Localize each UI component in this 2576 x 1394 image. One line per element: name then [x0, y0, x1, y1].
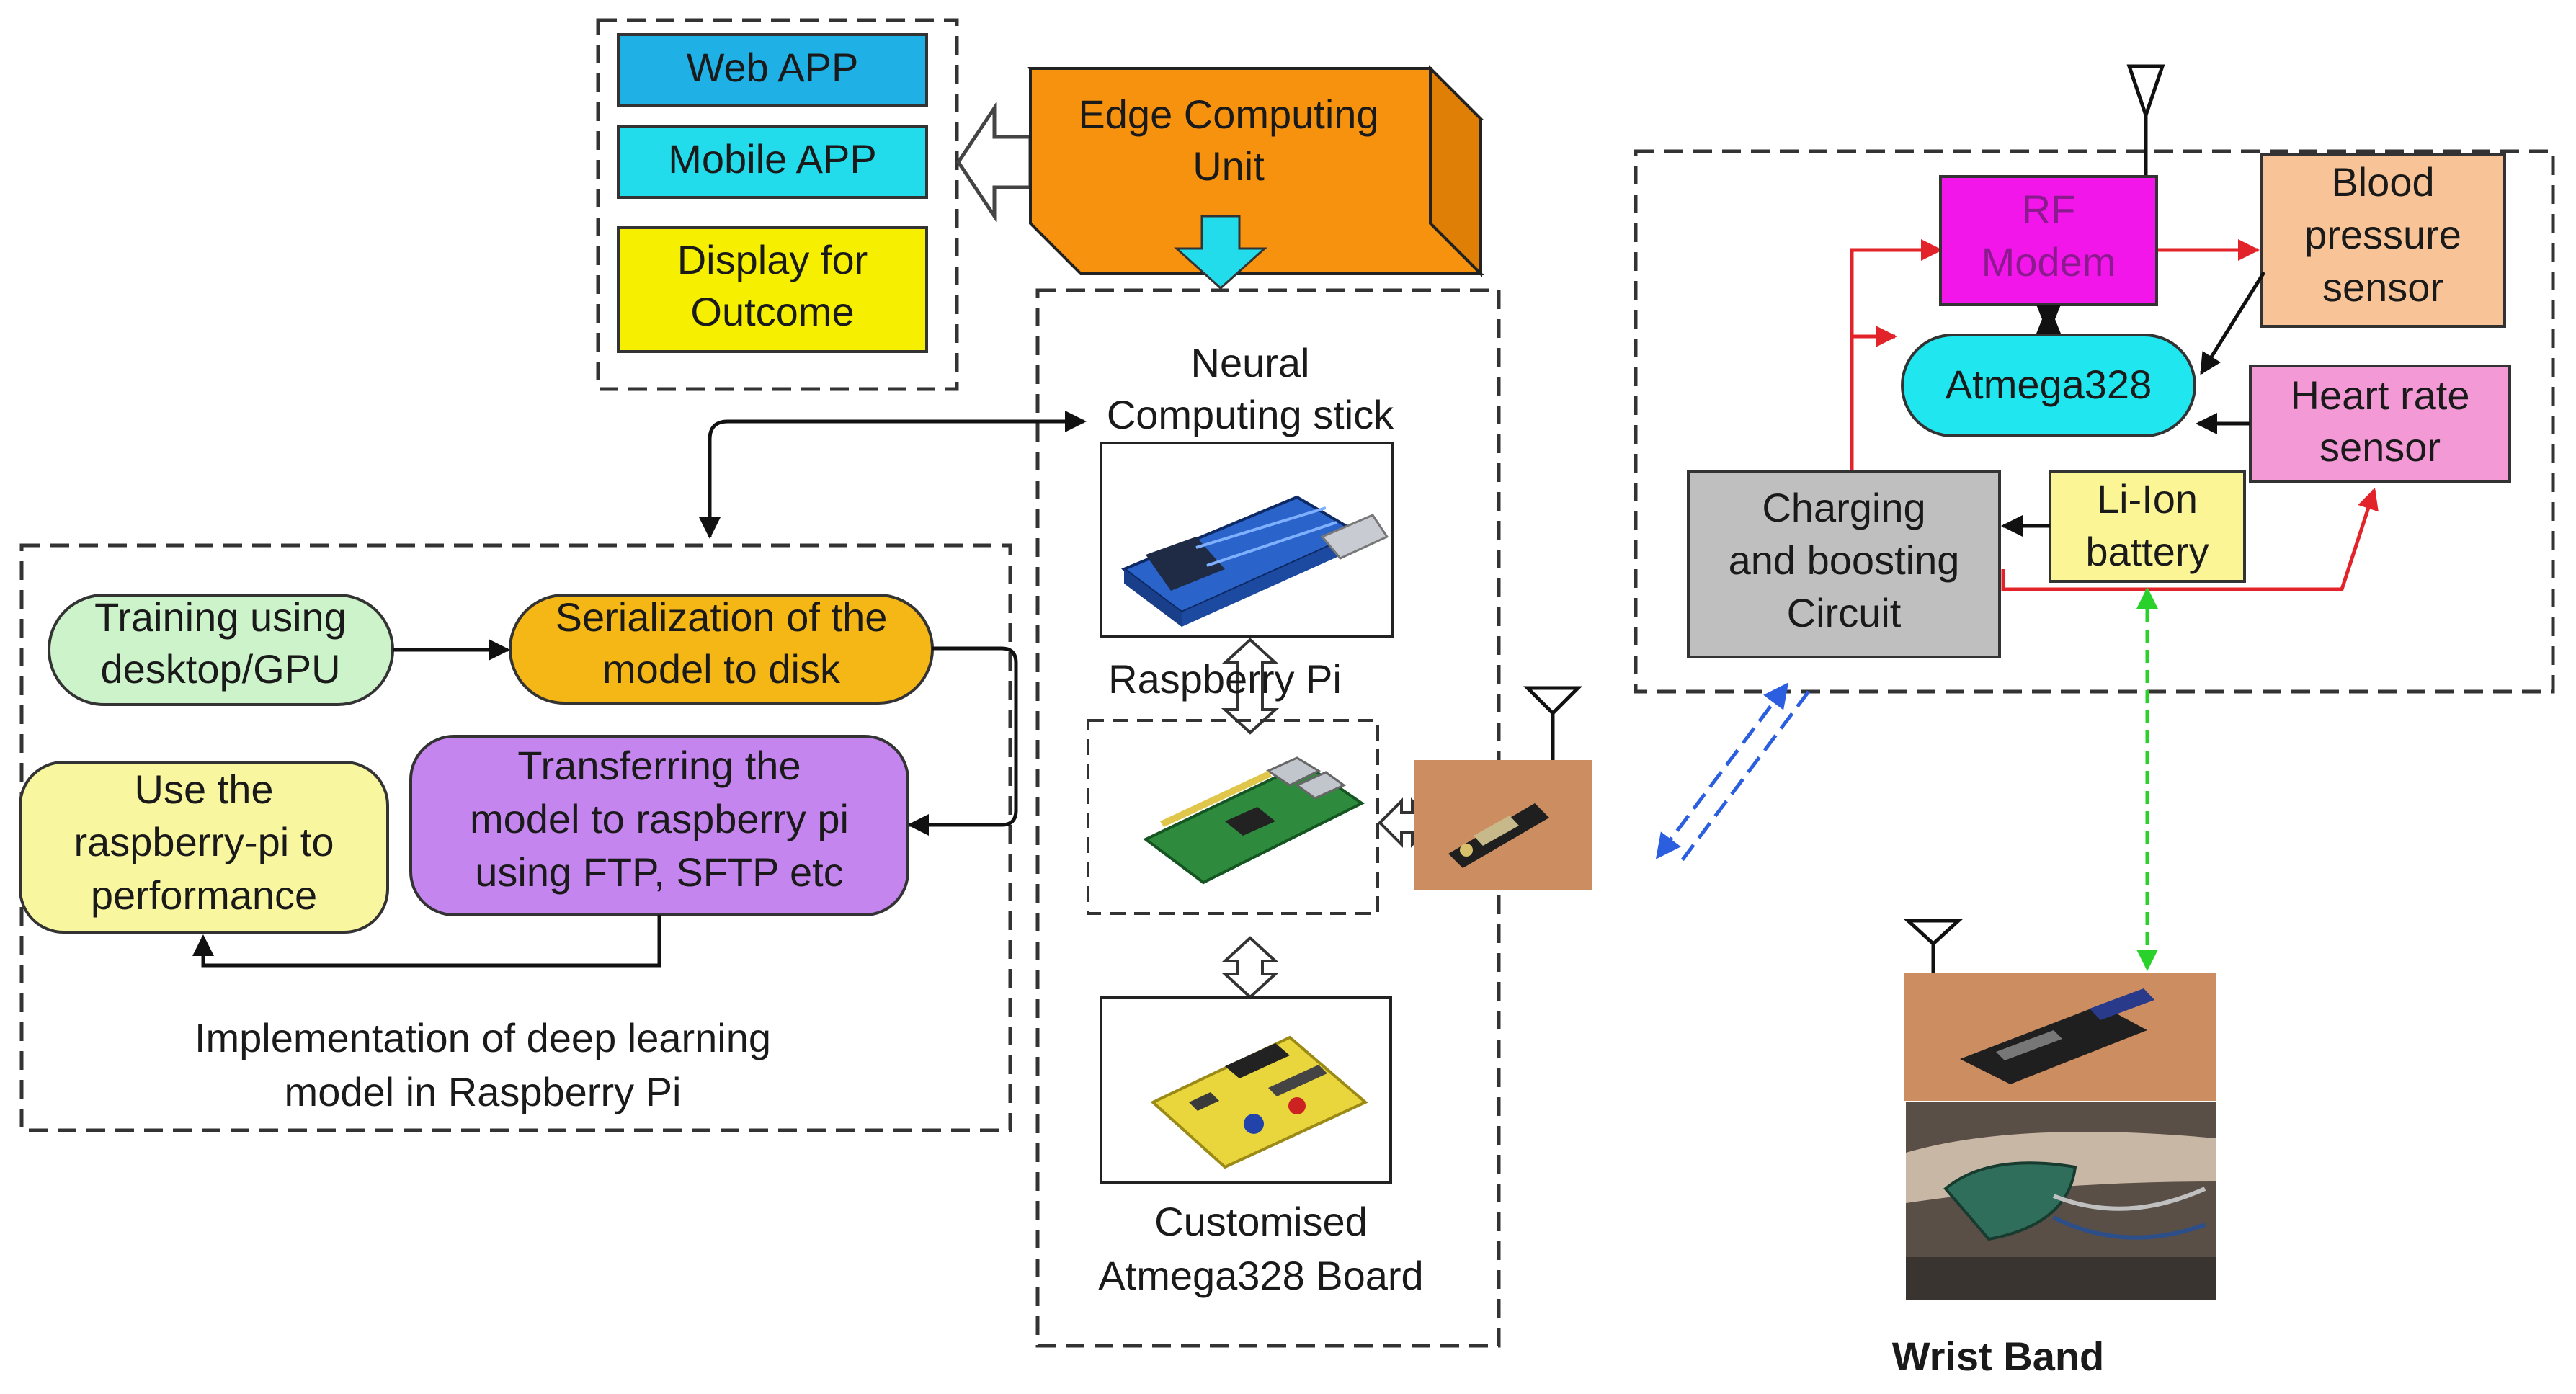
- use-rpi-line3: performance: [91, 872, 317, 918]
- sensor-panel-border: [1634, 149, 2555, 694]
- wristband-antenna-icon: [1903, 919, 1964, 973]
- serialization-to-transfer-arrow: [907, 646, 1018, 836]
- rpi-board-connector: [1221, 936, 1280, 999]
- raspberry-pi-board-picture: [1143, 756, 1365, 885]
- battery-line2: battery: [2085, 529, 2209, 574]
- wristband-worn-picture: [1906, 1132, 2216, 1300]
- rf-atmega-connector: [2036, 305, 2061, 334]
- ncs-label-line1: Neural: [1191, 340, 1310, 385]
- blood-pressure-box: [2260, 153, 2506, 328]
- charging-circuit-box: [1687, 470, 2001, 658]
- rf-modem-box: [1939, 175, 2158, 306]
- dl-panel-caption-line1: Implementation of deep learning: [195, 1015, 771, 1060]
- mobile-app-label: Mobile APP: [668, 136, 877, 182]
- charging-line1: Charging: [1762, 485, 1925, 530]
- training-line2: desktop/GPU: [100, 646, 340, 692]
- gateway-radio-module-picture: [1448, 803, 1549, 868]
- bp-to-atmega-arrow: [2199, 271, 2266, 375]
- heart-rate-line1: Heart rate: [2291, 372, 2470, 418]
- display-outcome-box: [617, 226, 928, 353]
- raspberry-pi-frame: [1087, 719, 1379, 915]
- dl-panel-caption-line2: model in Raspberry Pi: [285, 1069, 682, 1114]
- use-rpi-box: [19, 761, 389, 934]
- web-app-box: [617, 33, 928, 107]
- edge-unit-front: [1029, 67, 1484, 275]
- ncs-dl-panel-link: [699, 411, 1087, 539]
- charging-line2: and boosting: [1729, 537, 1960, 583]
- serialization-line2: model to disk: [602, 646, 841, 692]
- battery-box: [2049, 470, 2246, 583]
- serialization-line1: Serialization of the: [556, 594, 888, 640]
- heart-rate-line2: sensor: [2319, 424, 2441, 470]
- ncs-label-line2: Computing stick: [1107, 392, 1394, 437]
- heart-rate-box: [2249, 365, 2511, 483]
- transfer-line1: Transferring the: [517, 743, 801, 788]
- charging-line3: Circuit: [1787, 590, 1902, 635]
- blood-pressure-line2: pressure: [2304, 212, 2461, 257]
- ncs-rpi-connector: [1221, 638, 1280, 735]
- blood-pressure-line1: Blood: [2331, 159, 2434, 205]
- use-rpi-line1: Use the: [135, 767, 274, 812]
- transfer-line2: model to raspberry pi: [470, 796, 849, 841]
- transfer-to-use-arrow: [192, 915, 661, 968]
- power-wire-to-heart-sensor: [2001, 488, 2379, 591]
- rf-modem-line2: Modem: [1982, 239, 2116, 285]
- power-wire-to-rf: [1850, 239, 1943, 475]
- custom-board-picture: [1150, 1035, 1368, 1169]
- gateway-antenna-icon: [1523, 686, 1583, 760]
- mobile-app-box: [617, 125, 928, 199]
- output-panel-border: [596, 18, 959, 391]
- blood-pressure-line3: sensor: [2322, 264, 2443, 310]
- wristband-radio-module-picture: [1960, 988, 2154, 1084]
- display-outcome-line1: Display for: [677, 237, 868, 282]
- atmega-label: Atmega328: [1946, 362, 2152, 407]
- raspberry-pi-label: Raspberry Pi: [1108, 656, 1342, 702]
- wristband-label: Wrist Band: [1892, 1333, 2105, 1379]
- edge-unit-line2: Unit: [1193, 143, 1265, 189]
- ncs-stick-picture: [1121, 495, 1389, 627]
- atmega-box: [1901, 334, 2196, 437]
- edge-to-output-arrow: [955, 102, 1033, 223]
- custom-board-line2: Atmega328 Board: [1098, 1253, 1423, 1298]
- battery-line1: Li-Ion: [2097, 476, 2198, 522]
- use-rpi-line2: raspberry-pi to: [73, 819, 334, 864]
- edge-to-ncs-arrow: [1174, 215, 1267, 290]
- training-line1: Training using: [94, 594, 347, 640]
- wireless-link-arrows: [1655, 682, 1810, 866]
- rf-modem-line1: RF: [2022, 187, 2076, 232]
- transfer-line3: using FTP, SFTP etc: [475, 849, 843, 895]
- edge-unit-line1: Edge Computing: [1078, 91, 1378, 137]
- web-app-label: Web APP: [687, 45, 859, 90]
- display-outcome-line2: Outcome: [690, 289, 854, 334]
- custom-board-line1: Customised: [1154, 1199, 1368, 1244]
- rf-modem-antenna-icon: [2126, 64, 2165, 177]
